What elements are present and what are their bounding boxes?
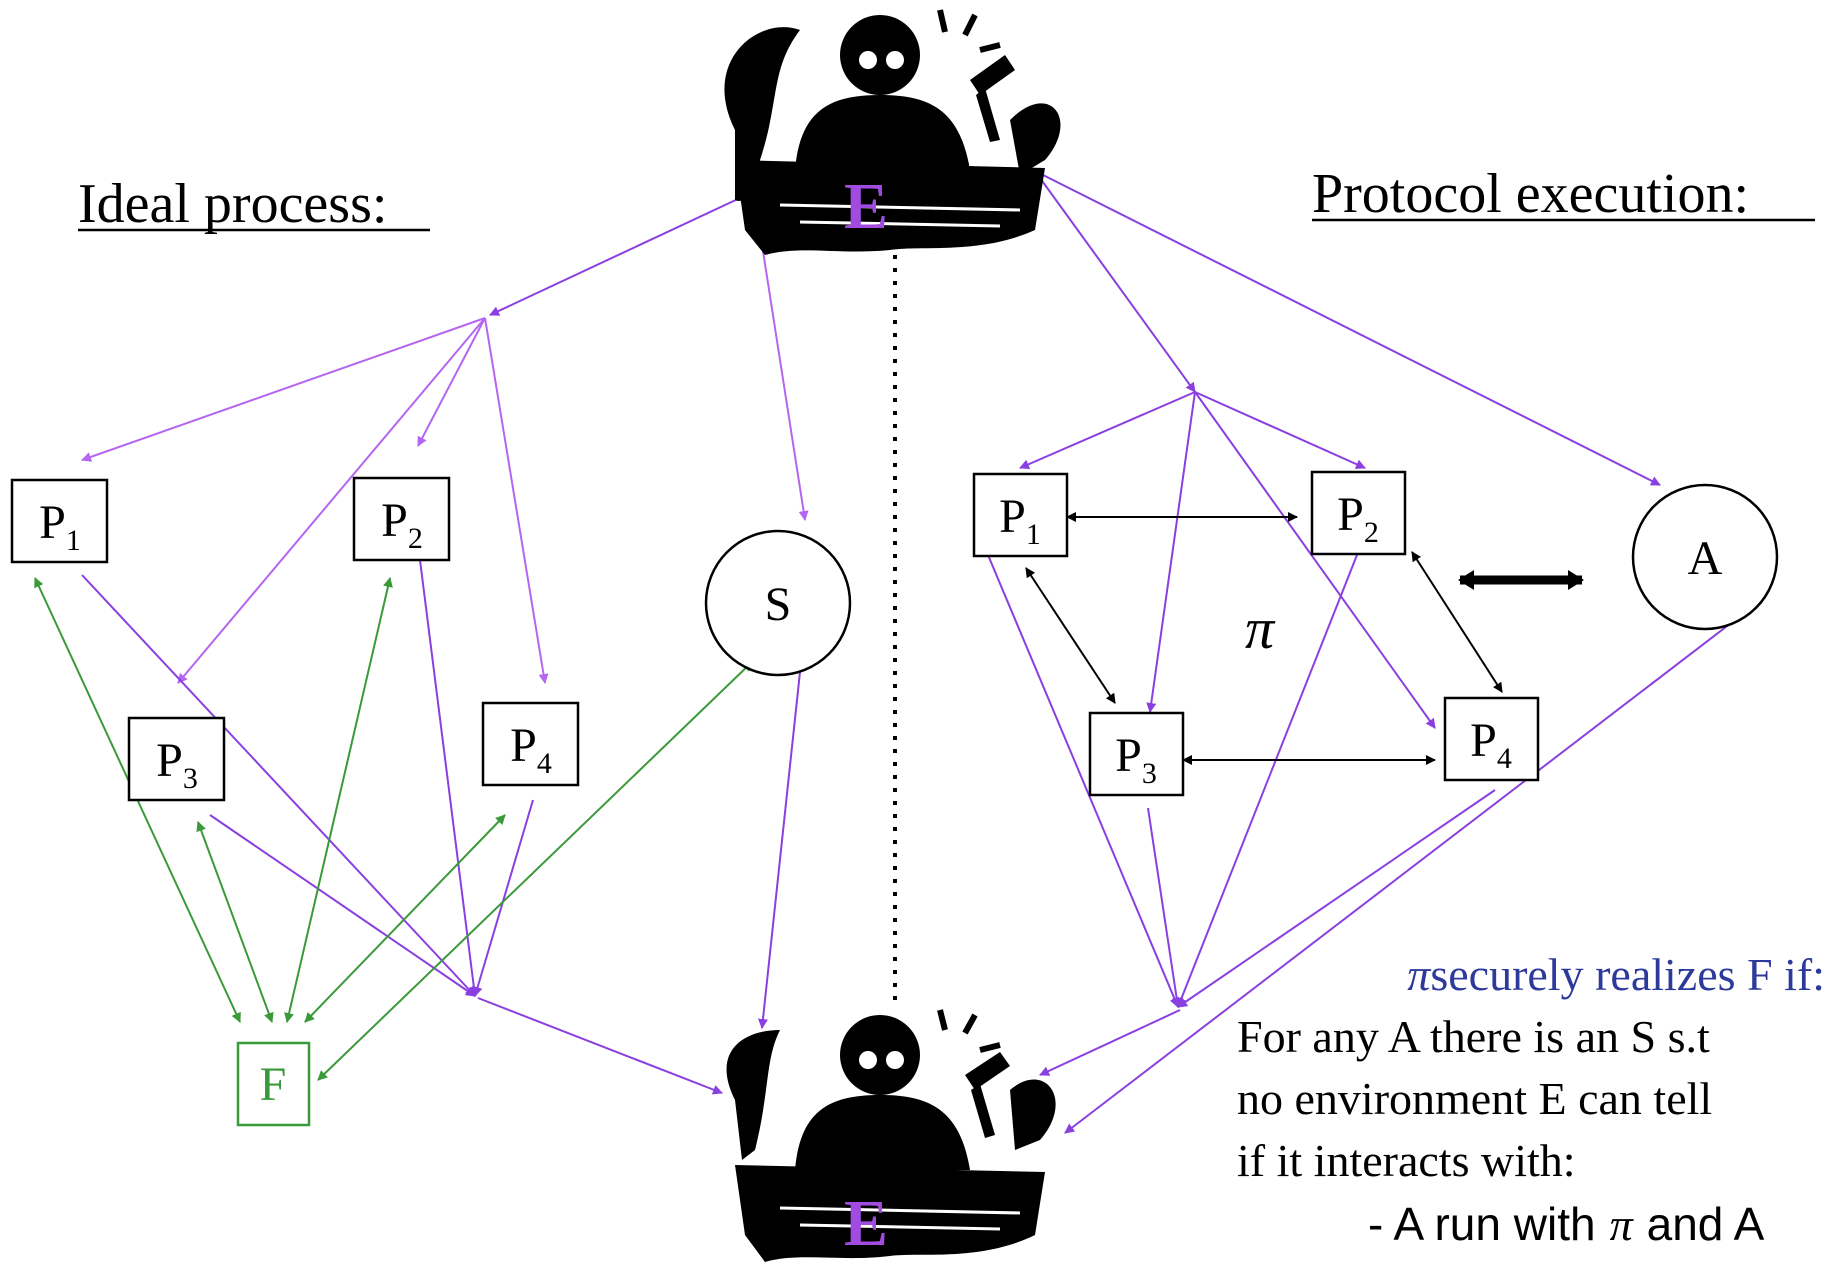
- protocol-party-p3: P3: [1088, 711, 1185, 797]
- svg-text:if it interacts with:: if it interacts with:: [1237, 1135, 1576, 1186]
- ideal-party-p2: P2: [352, 476, 451, 562]
- protocol-message-arrows: [1025, 512, 1584, 765]
- judge-cloak-icon: [724, 27, 800, 201]
- svg-text:Protocol execution:: Protocol execution:: [1312, 163, 1749, 225]
- svg-text:P2: P2: [381, 494, 423, 555]
- ideal-party-p4: P4: [481, 701, 580, 787]
- adversary-a: A: [1631, 483, 1779, 631]
- svg-text:P3: P3: [156, 734, 198, 795]
- svg-text:P2: P2: [1337, 488, 1379, 549]
- svg-text:For any A there is an S s.t: For any A there is an S s.t: [1237, 1011, 1710, 1062]
- svg-text:P4: P4: [1470, 714, 1512, 775]
- svg-text:no environment E can tell: no environment E can tell: [1237, 1073, 1712, 1124]
- svg-text:F: F: [260, 1058, 287, 1111]
- ideal-party-p3: P3: [127, 716, 226, 802]
- protocol-execution-heading: Protocol execution:: [1312, 163, 1815, 225]
- protocol-pi-symbol: π: [1245, 596, 1276, 661]
- judge-gavel-icon: [970, 55, 1015, 142]
- environment-top-judge: E: [724, 9, 1061, 255]
- ideal-functionality-arrows: [34, 577, 753, 1081]
- ideal-environment-arrows: [81, 197, 809, 684]
- judge-head-icon-bottom: [840, 1015, 920, 1095]
- svg-text:πsecurely realizes F if:: πsecurely realizes F if:: [1407, 949, 1825, 1000]
- security-definition-caption: πsecurely realizes F if: For any A there…: [1237, 949, 1825, 1250]
- protocol-output-arrows: [987, 554, 1736, 1134]
- environment-bottom-judge: E: [726, 1009, 1056, 1262]
- environment-bottom-label: E: [844, 1187, 888, 1260]
- svg-text:S: S: [765, 578, 792, 631]
- svg-text:A: A: [1688, 532, 1723, 585]
- protocol-party-p1: P1: [972, 472, 1069, 558]
- svg-text:P3: P3: [1115, 729, 1157, 790]
- ideal-process-heading: Ideal process:: [78, 173, 430, 235]
- svg-text:P1: P1: [999, 490, 1041, 551]
- ideal-output-arrows: [81, 559, 801, 1095]
- judge-bench-icon-bottom: [735, 1165, 1045, 1262]
- protocol-party-p4: P4: [1443, 696, 1540, 782]
- svg-text:P1: P1: [39, 496, 81, 557]
- simulator-s: S: [704, 529, 852, 677]
- judge-gavel-icon-bottom: [965, 1052, 1010, 1138]
- protocol-environment-arrows: [1019, 174, 1661, 729]
- svg-text:Ideal process:: Ideal process:: [78, 173, 387, 235]
- environment-top-label: E: [844, 170, 888, 243]
- judge-head-icon: [840, 15, 920, 95]
- protocol-party-p2: P2: [1310, 470, 1407, 556]
- ideal-party-p1: P1: [10, 478, 109, 564]
- ideal-functionality-f: F: [236, 1041, 311, 1127]
- svg-text:P4: P4: [510, 719, 552, 780]
